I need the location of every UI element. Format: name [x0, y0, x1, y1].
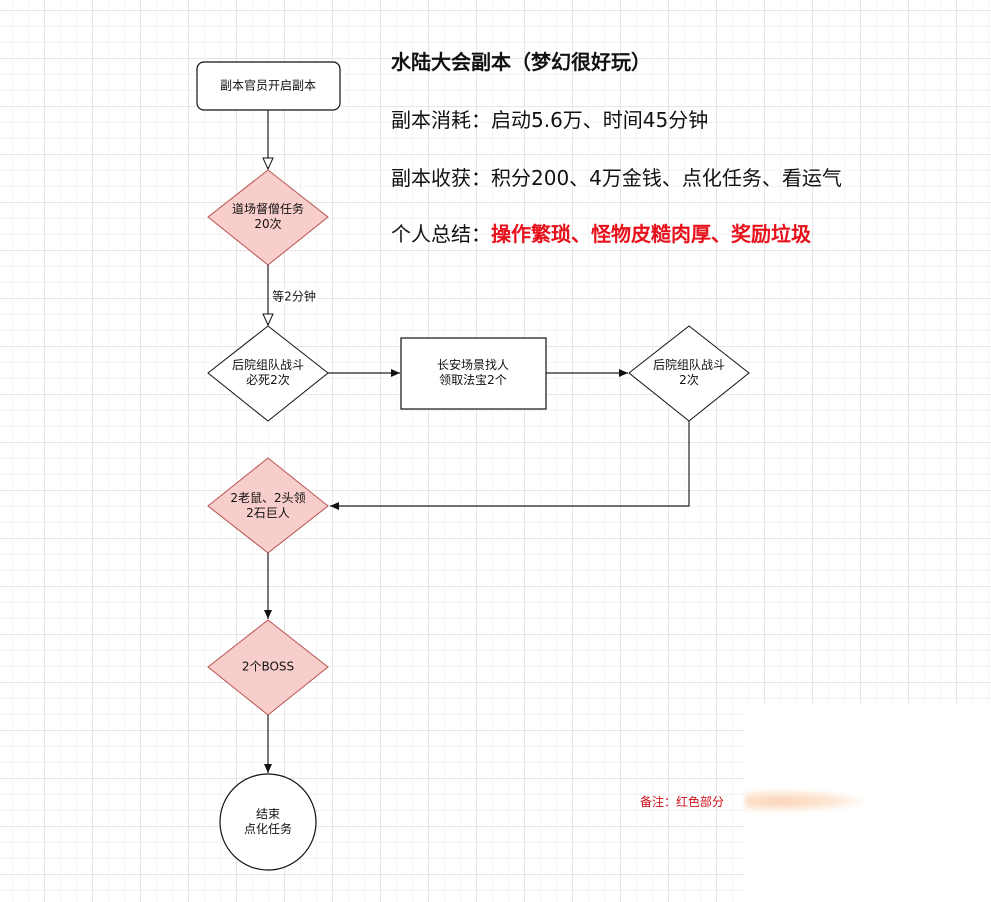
houyuan2-line2: 2次	[679, 373, 699, 387]
summary-value: 操作繁琐、怪物皮糙肉厚、奖励垃圾	[491, 222, 811, 246]
changan-line2: 领取法宝2个	[439, 373, 507, 387]
note-text: 备注：红色部分	[640, 795, 725, 809]
wait-label: 等2分钟	[272, 289, 316, 305]
info-gain: 副本收获：积分200、4万金钱、点化任务、看运气	[391, 166, 842, 190]
changan-line1: 长安场景找人	[436, 358, 510, 372]
monsters-line1: 2老鼠、2头领	[230, 491, 306, 505]
info-summary: 个人总结：操作繁琐、怪物皮糙肉厚、奖励垃圾	[391, 218, 811, 247]
blur-smudge	[745, 790, 865, 812]
start-label: 副本官员开启副本	[219, 78, 317, 93]
end-node[interactable]	[219, 773, 317, 871]
info-title: 水陆大会副本（梦幻很好玩）	[391, 50, 651, 74]
houyuan2-line1: 后院组队战斗	[652, 358, 726, 372]
end-line1: 结束	[255, 807, 281, 821]
daochang-line1: 道场督僧任务	[231, 202, 305, 216]
houyuan1-label: 后院组队战斗必死2次	[232, 358, 304, 388]
daochang-line2: 20次	[254, 217, 282, 231]
houyuan1-line1: 后院组队战斗	[231, 358, 305, 372]
houyuan1-line2: 必死2次	[246, 373, 290, 387]
boss-label: 2个BOSS	[241, 659, 295, 674]
summary-label: 个人总结：	[391, 222, 491, 246]
edge-d3-d4	[330, 421, 690, 510]
changan-label: 长安场景找人领取法宝2个	[437, 358, 509, 388]
rect-changan[interactable]	[400, 337, 547, 410]
monsters-line2: 2石巨人	[246, 506, 290, 520]
end-line2: 点化任务	[243, 822, 293, 836]
info-cost: 副本消耗：启动5.6万、时间45分钟	[391, 108, 709, 132]
end-label: 结束点化任务	[244, 807, 292, 837]
diamond-houyuan-1[interactable]	[207, 325, 329, 422]
